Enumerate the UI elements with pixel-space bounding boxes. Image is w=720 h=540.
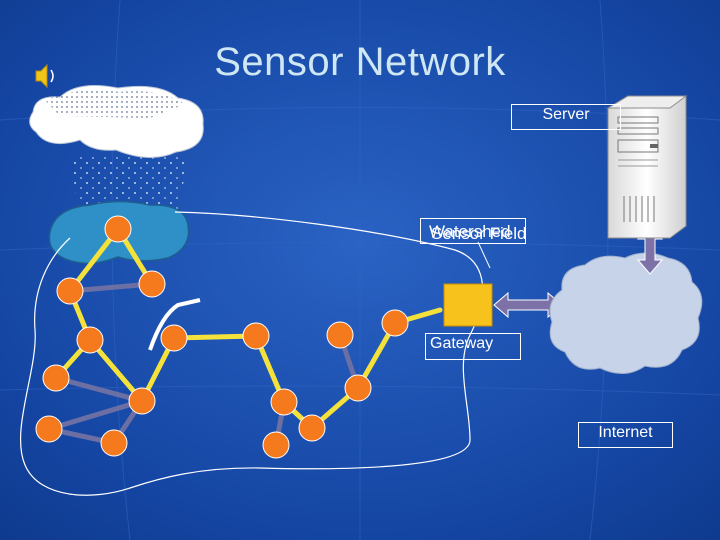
- decorative-swoosh: [148, 298, 201, 351]
- server-label: Server: [511, 104, 621, 130]
- sensor-node: [262, 431, 290, 459]
- label-leader-line: [477, 241, 491, 269]
- sensor-node: [344, 374, 372, 402]
- internet-label: Internet: [578, 422, 673, 448]
- sensor-field-watershed-label: Watershed Sensor Field: [420, 218, 526, 244]
- sensor-node: [270, 388, 298, 416]
- slide-title: Sensor Network: [214, 40, 506, 84]
- sensor-node: [35, 415, 63, 443]
- sensor-node: [138, 270, 166, 298]
- sensor-field-label: Sensor Field: [431, 224, 527, 243]
- sensor-node: [100, 429, 128, 457]
- sensor-node: [128, 387, 156, 415]
- sensor-node: [104, 215, 132, 243]
- sensor-node: [160, 324, 188, 352]
- sensor-node: [381, 309, 409, 337]
- speaker-icon[interactable]: [35, 63, 54, 89]
- watershed-label: Watershed: [429, 222, 511, 241]
- sensor-node: [56, 277, 84, 305]
- sensor-node: [298, 414, 326, 442]
- sensor-node: [242, 322, 270, 350]
- internet-cloud-icon: [549, 252, 703, 374]
- sensor-node: [76, 326, 104, 354]
- sensor-nodes: [35, 215, 409, 459]
- sensor-node: [326, 321, 354, 349]
- server-tower-icon: [606, 95, 688, 239]
- sensor-field-boundary: [19, 211, 484, 496]
- gateway-icon: [443, 283, 493, 327]
- gateway-label: Gateway: [425, 333, 521, 360]
- sensor-node: [42, 364, 70, 392]
